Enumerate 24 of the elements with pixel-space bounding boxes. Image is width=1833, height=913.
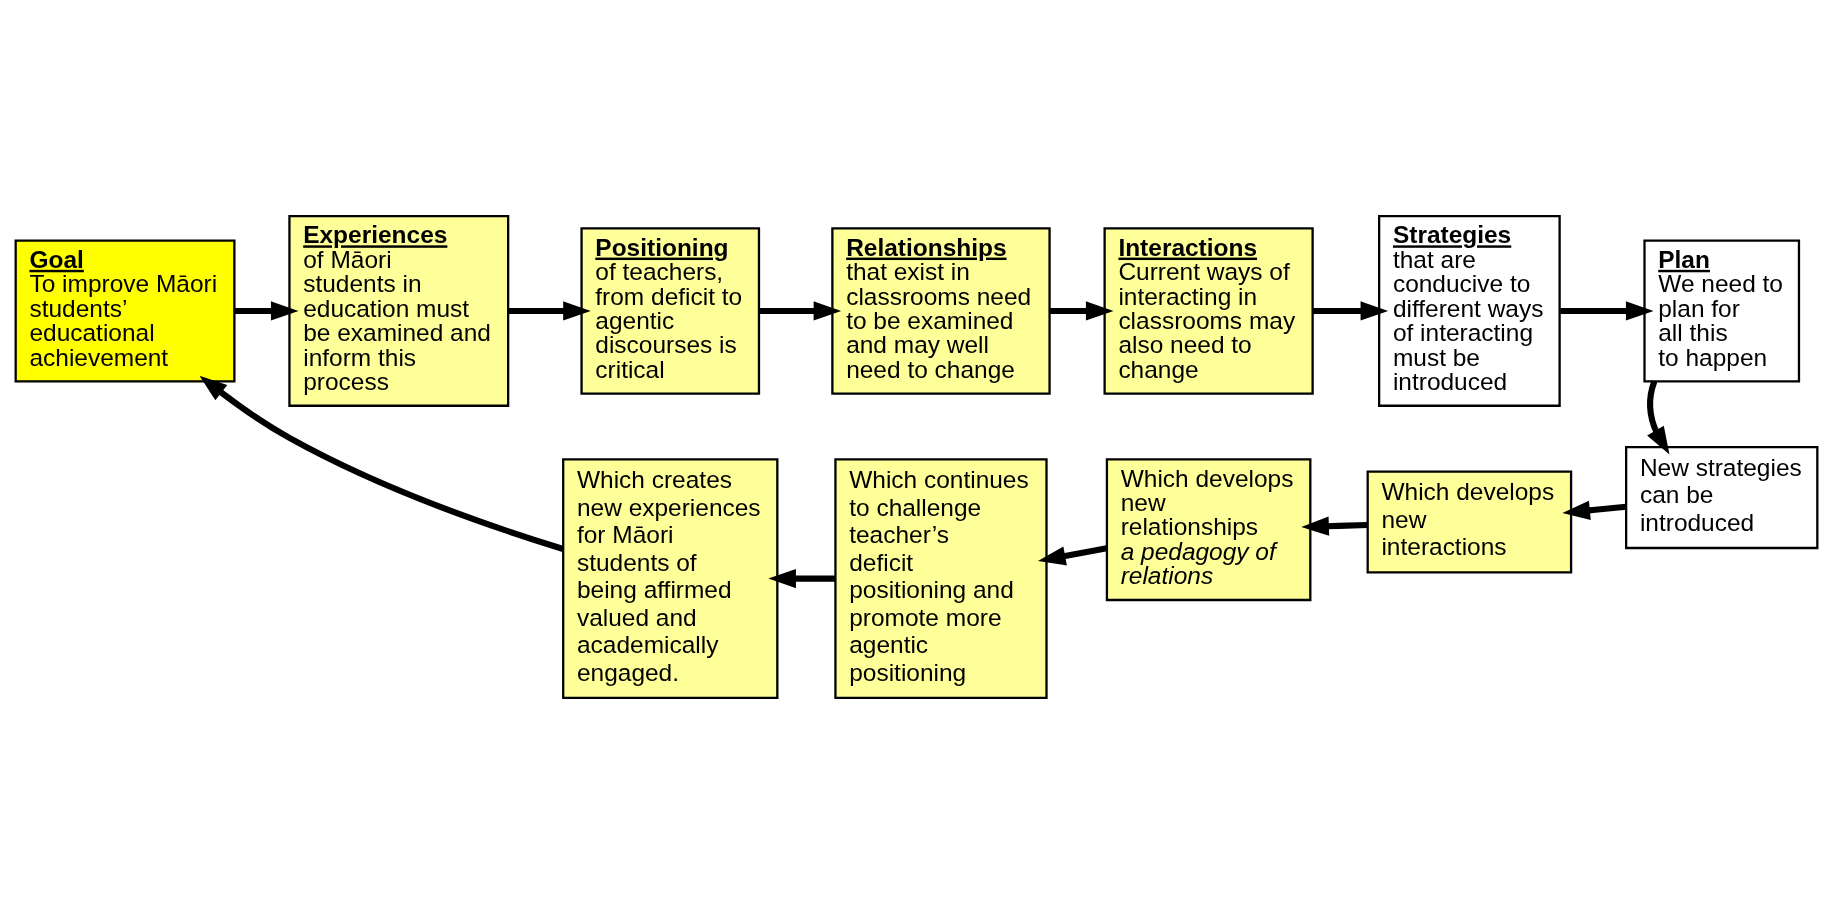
node-box: Interactions Current ways of interacting in classrooms may also need to change xyxy=(1103,226,1314,395)
arrow xyxy=(508,300,591,321)
node-box: Plan We need to plan for all this to happen xyxy=(1643,238,1801,382)
node-box: Positioning of teachers, from deficit to agentic discourses is critical xyxy=(580,226,761,395)
node-box: Which continues to challenge teacher’s deficit positioning and promote more agentic positioning xyxy=(834,457,1048,699)
node-box: New strategies can be introduced xyxy=(1625,445,1819,549)
arrow xyxy=(234,300,299,321)
arrow xyxy=(199,375,565,552)
arrow xyxy=(1560,300,1654,321)
node-box: Strategies that are conducive to different ways of interacting must be introduced xyxy=(1378,214,1561,407)
node-box: Which creates new experiences for Māori students of being affirmed valued and academically engaged. xyxy=(562,457,779,699)
arrow xyxy=(1647,379,1670,454)
node-box: Goal To improve Māori students’ educational achievement xyxy=(14,238,236,382)
arrow xyxy=(1562,500,1627,520)
arrow xyxy=(1301,515,1368,536)
arrow xyxy=(1037,544,1108,565)
arrow xyxy=(1050,300,1114,321)
node-box: Which develops new relationships a pedagogy of relations xyxy=(1105,457,1312,601)
node-box: Relationships that exist in classrooms need to be examined and may well need to change xyxy=(831,226,1051,395)
arrow xyxy=(768,568,836,588)
arrow xyxy=(1312,300,1389,321)
arrow xyxy=(759,300,842,321)
node-box: Which develops new interactions xyxy=(1366,469,1573,574)
node-box: Experiences of Māori students in education must be examined and inform this process xyxy=(288,214,510,407)
